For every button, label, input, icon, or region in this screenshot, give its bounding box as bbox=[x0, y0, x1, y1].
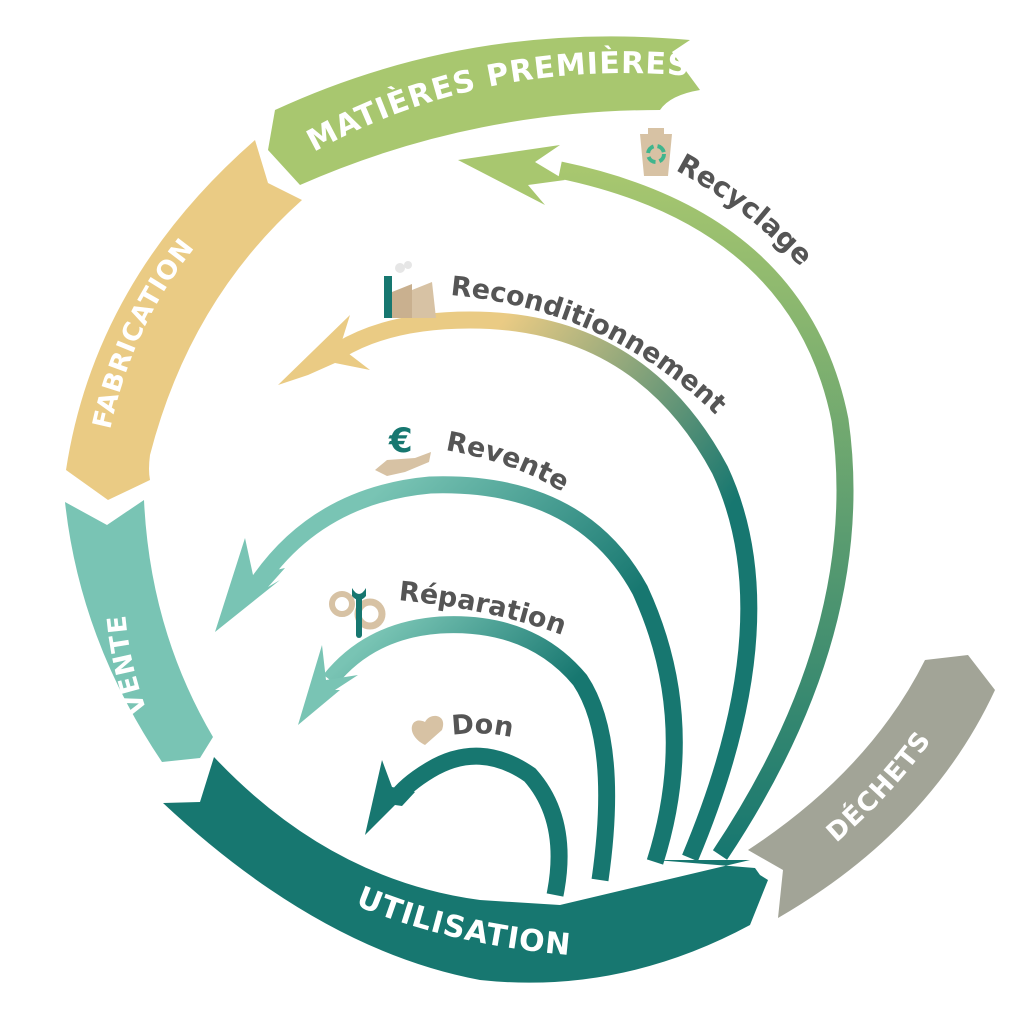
arrowhead-reconditionnement bbox=[278, 315, 370, 385]
stage-vente: VENTE bbox=[65, 500, 213, 762]
arc-reconditionnement bbox=[335, 311, 758, 862]
band-matieres-premieres bbox=[268, 36, 700, 186]
arc-revente bbox=[253, 476, 683, 865]
arrowhead-don bbox=[365, 760, 415, 835]
svg-text:€: € bbox=[388, 421, 413, 461]
band-vente bbox=[65, 500, 213, 762]
arc-recyclage bbox=[558, 161, 854, 860]
recycle-bin-icon bbox=[640, 128, 672, 176]
arc-don bbox=[387, 747, 568, 897]
band-utilisation bbox=[163, 757, 768, 983]
band-fabrication bbox=[66, 140, 302, 500]
euro-hand-icon: € bbox=[375, 421, 431, 476]
wrench-gears-icon bbox=[329, 588, 386, 638]
band-dechets bbox=[748, 655, 995, 918]
label-don: Don bbox=[450, 709, 516, 744]
arrowhead-recyclage bbox=[458, 145, 565, 205]
arrowhead-revente bbox=[215, 538, 285, 632]
loop-don: Don bbox=[365, 709, 568, 897]
stage-dechets: DÉCHETS bbox=[748, 655, 995, 918]
arrowhead-reparation bbox=[298, 645, 358, 725]
arc-reparation bbox=[323, 616, 616, 882]
heart-icon bbox=[411, 715, 444, 745]
factory-icon bbox=[384, 261, 436, 318]
stage-fabrication: FABRICATION bbox=[66, 140, 302, 500]
